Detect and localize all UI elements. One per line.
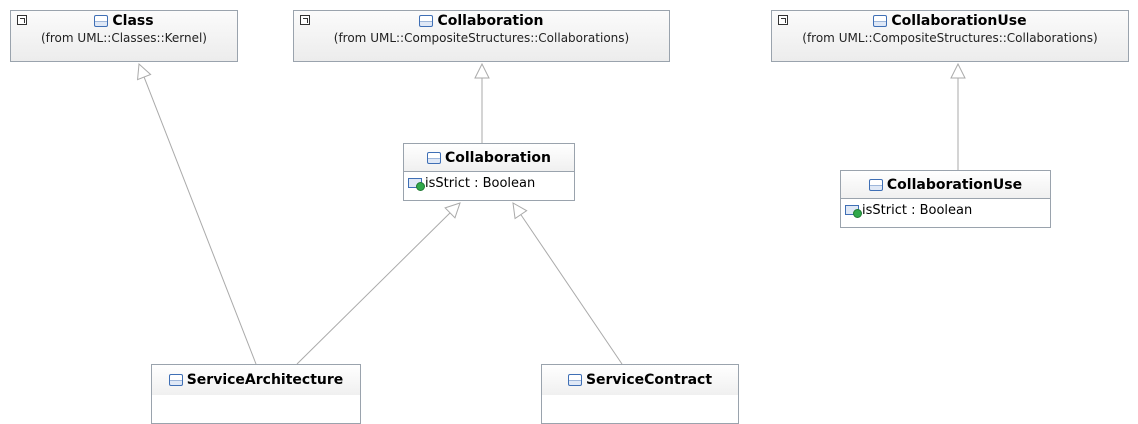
generalization-arrowhead — [444, 202, 461, 219]
collaboration-external-box[interactable]: Collaboration (from UML::CompositeStruct… — [293, 10, 670, 62]
generalization-line[interactable] — [143, 76, 257, 365]
service-architecture-name: ServiceArchitecture — [186, 372, 344, 388]
generalization-arrowhead — [512, 202, 528, 220]
attribute-row[interactable]: isStrict : Boolean — [408, 174, 570, 192]
collaboration-external-origin: (from UML::CompositeStructures::Collabor… — [333, 31, 630, 45]
attribute-row[interactable]: isStrict : Boolean — [845, 201, 1046, 219]
generalization-arrowhead — [136, 62, 152, 81]
class-icon — [426, 152, 441, 164]
attribute-label: isStrict : Boolean — [862, 202, 973, 218]
shortcut-icon — [778, 15, 788, 25]
class-icon — [873, 15, 888, 27]
generalization-servicecontract-collaboration[interactable] — [512, 202, 623, 365]
shortcut-icon — [17, 15, 27, 25]
shortcut-icon — [300, 15, 310, 25]
service-architecture-box[interactable]: ServiceArchitecture — [151, 364, 361, 424]
collaboration-external-name: Collaboration — [437, 13, 544, 29]
generalization-arrowhead — [950, 62, 966, 79]
attribute-label: isStrict : Boolean — [425, 175, 536, 191]
class-icon — [168, 374, 183, 386]
generalization-collaborationuse-collaborationuseext[interactable] — [950, 62, 966, 170]
class-name: Class — [112, 13, 154, 29]
collaboration-use-name: CollaborationUse — [886, 177, 1023, 193]
service-contract-name: ServiceContract — [585, 372, 713, 388]
collaboration-name: Collaboration — [444, 150, 551, 166]
service-contract-box[interactable]: ServiceContract — [541, 364, 739, 424]
generalization-lines — [136, 62, 966, 365]
class-origin: (from UML::Classes::Kernel) — [40, 31, 207, 45]
collaboration-use-box[interactable]: CollaborationUse isStrict : Boolean — [840, 170, 1051, 228]
generalization-servicearchitecture-class[interactable] — [136, 62, 257, 365]
generalization-servicearchitecture-collaboration[interactable] — [296, 202, 461, 365]
class-icon — [567, 374, 582, 386]
generalization-arrowhead — [474, 62, 490, 79]
generalization-line[interactable] — [296, 212, 451, 365]
class-icon — [94, 15, 109, 27]
attribute-icon — [408, 178, 425, 191]
collaboration-box[interactable]: Collaboration isStrict : Boolean — [403, 143, 575, 201]
collaboration-use-external-origin: (from UML::CompositeStructures::Collabor… — [802, 31, 1098, 45]
class-external-box[interactable]: Class (from UML::Classes::Kernel) — [10, 10, 238, 62]
class-icon — [419, 15, 434, 27]
collaboration-use-external-name: CollaborationUse — [891, 13, 1027, 29]
collaboration-use-external-box[interactable]: CollaborationUse (from UML::CompositeStr… — [771, 10, 1129, 62]
generalization-line[interactable] — [520, 214, 623, 365]
generalization-collaboration-collaborationext[interactable] — [474, 62, 490, 143]
class-icon — [868, 179, 883, 191]
attribute-icon — [845, 205, 862, 218]
